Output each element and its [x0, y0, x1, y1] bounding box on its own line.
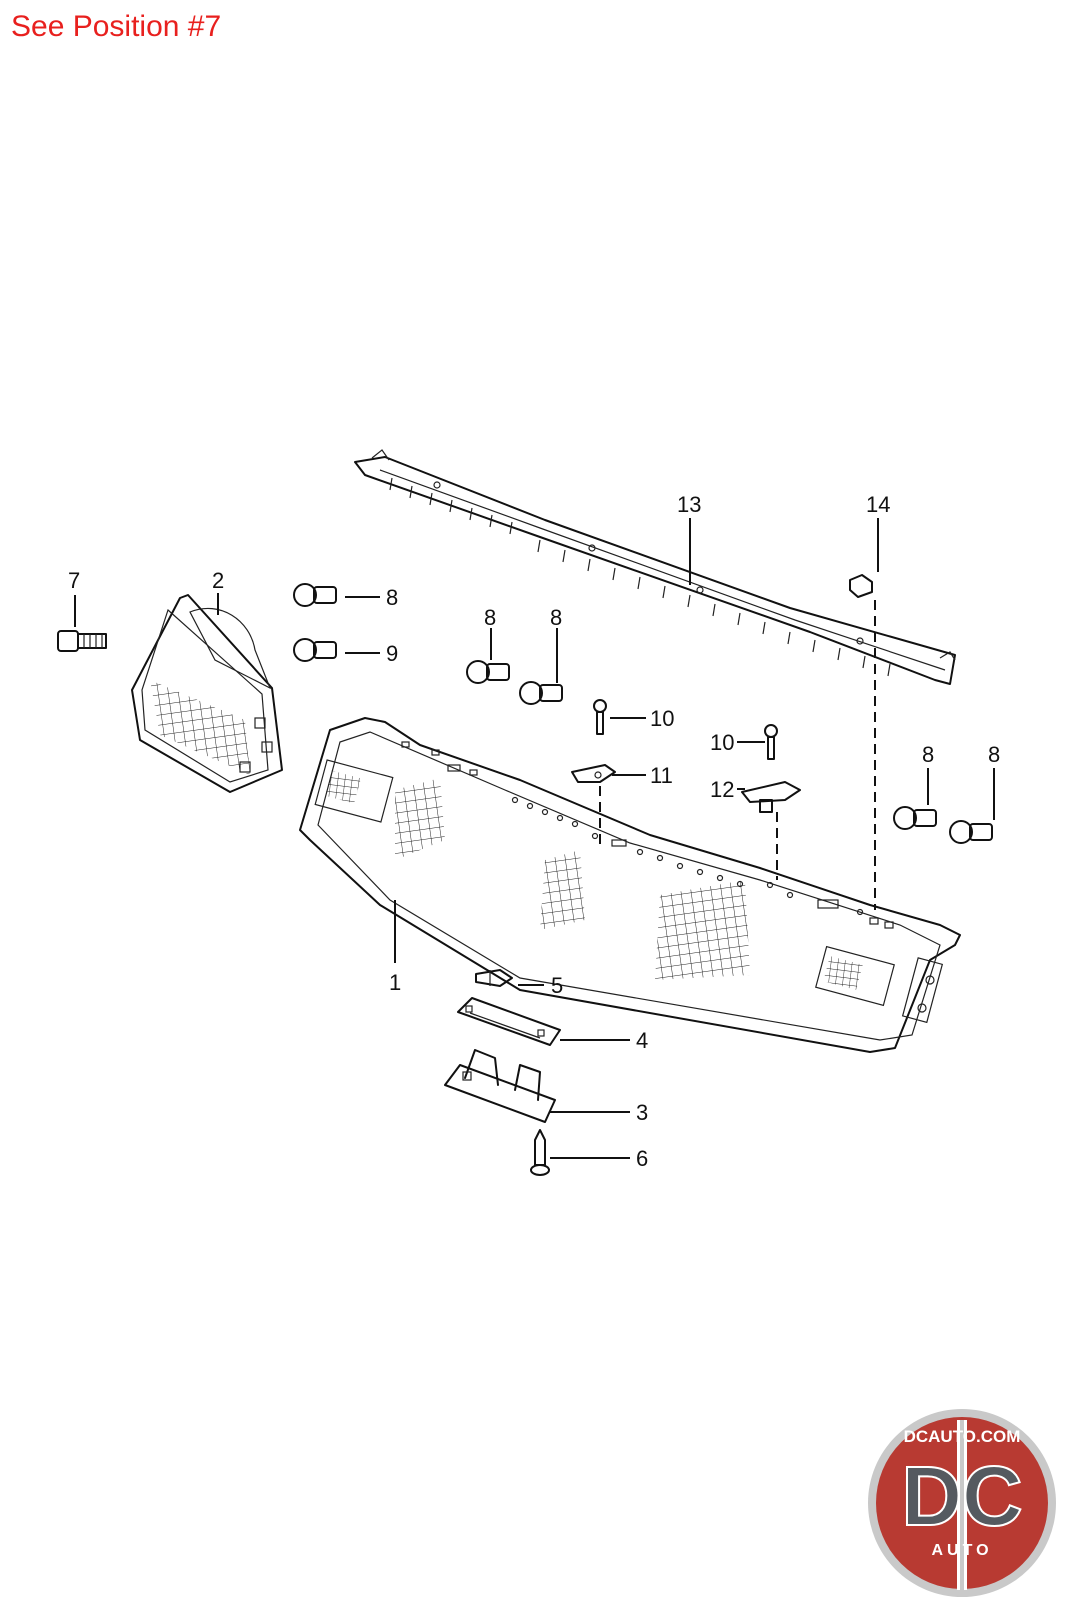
- callout-11: 11: [650, 763, 673, 788]
- trim-strip-part: [354, 449, 956, 685]
- leader-lines: [74, 518, 995, 1159]
- logo-main-text: DC: [901, 1449, 1022, 1543]
- festoon-bulb-part: [475, 969, 513, 987]
- callout-9: 9: [386, 641, 398, 666]
- callout-7: 7: [68, 568, 80, 593]
- callout-12: 12: [710, 777, 734, 802]
- callout-8b: 8: [484, 605, 496, 630]
- callout-labels: 7 2 8 9 8 8 10 11 10 12 13 14 8 8 1 5 4 …: [68, 492, 1000, 1171]
- callout-8a: 8: [386, 585, 398, 610]
- tapping-screw-part: [530, 1129, 550, 1176]
- callout-8d: 8: [922, 742, 934, 767]
- see-position-note: See Position #7: [11, 10, 222, 43]
- lamp-housing-part: [444, 1049, 556, 1123]
- logo-sub-text: AUTO: [931, 1542, 992, 1559]
- callout-5: 5: [551, 973, 563, 998]
- dcauto-logo: DCAUTO.COM DC AUTO: [868, 1409, 1056, 1597]
- screw-part: [57, 630, 107, 652]
- panel-screw-part: [593, 699, 778, 760]
- callout-14: 14: [866, 492, 890, 517]
- callout-6: 6: [636, 1146, 648, 1171]
- callout-10a: 10: [650, 706, 674, 731]
- callout-8c: 8: [550, 605, 562, 630]
- bulb-part: [293, 583, 993, 844]
- callout-4: 4: [636, 1028, 648, 1053]
- callout-13: 13: [677, 492, 701, 517]
- clip-part: [571, 764, 801, 813]
- callout-2: 2: [212, 568, 224, 593]
- rear-panel-part: [299, 717, 961, 1053]
- nut-part: [849, 574, 873, 598]
- corner-lamp-part: [131, 594, 283, 793]
- callout-10b: 10: [710, 730, 734, 755]
- callout-8e: 8: [988, 742, 1000, 767]
- logo-top-text: DCAUTO.COM: [904, 1427, 1021, 1446]
- lens-part: [457, 997, 561, 1046]
- callout-3: 3: [636, 1100, 648, 1125]
- callout-1: 1: [389, 970, 401, 995]
